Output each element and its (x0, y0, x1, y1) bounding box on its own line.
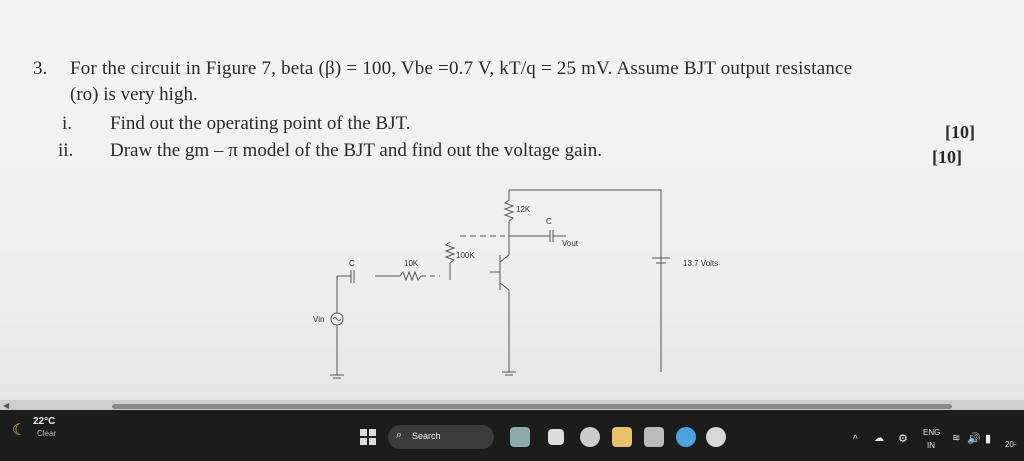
circuit-figure: 12K C Vout 100K 13.7 Volts C 10K Vin (313, 189, 718, 379)
chrome-browser-icon[interactable] (706, 427, 726, 447)
weather-temp[interactable]: 22°C (33, 416, 56, 427)
weather-desc: Clear (37, 429, 57, 438)
search-label: Search (412, 431, 441, 441)
rc-label: 12K (516, 205, 531, 214)
part-i-text: Find out the operating point of the BJT. (110, 113, 411, 134)
supply-label: 13.7 Volts (683, 259, 718, 268)
volume-icon[interactable]: 🔊 (967, 433, 981, 445)
part-ii-marks: [10] (932, 147, 962, 167)
lang-top[interactable]: ENG (923, 428, 941, 437)
question-line-2: (ro) is very high. (70, 84, 198, 105)
tray-app-icon[interactable]: ⚙ (898, 433, 908, 445)
part-ii-text: Draw the gm – π model of the BJT and fin… (110, 140, 603, 161)
task-view-icon[interactable] (548, 429, 564, 445)
part-ii-number: ii. (58, 140, 74, 161)
document-viewer: 3. For the circuit in Figure 7, beta (β)… (0, 0, 1024, 408)
widgets-app-icon[interactable] (510, 427, 530, 447)
search-box[interactable]: ⌕ Search (388, 425, 494, 449)
scrollbar-thumb[interactable] (112, 404, 952, 409)
question-number: 3. (33, 58, 48, 79)
store-app-icon[interactable] (644, 427, 664, 447)
c-in-label: C (349, 259, 355, 268)
chat-app-icon[interactable] (580, 427, 600, 447)
edge-browser-icon[interactable] (676, 427, 696, 447)
part-i-number: i. (62, 113, 73, 134)
vin-label: Vin (313, 315, 324, 324)
file-explorer-icon[interactable] (612, 427, 632, 447)
battery-icon[interactable]: ▮ (985, 433, 992, 445)
search-icon: ⌕ (396, 429, 403, 441)
tray-chevron-up-icon[interactable]: ^ (853, 434, 858, 445)
tray-cloud-icon[interactable]: ☁ (874, 433, 884, 444)
rb-label: 100K (456, 251, 475, 260)
part-i-marks: [10] (945, 122, 975, 142)
weather-icon[interactable]: ☾ (12, 422, 27, 439)
question-line-1: For the circuit in Figure 7, beta (β) = … (70, 58, 853, 79)
c-out-label: C (546, 217, 552, 226)
wifi-icon[interactable]: ≋ (952, 433, 961, 444)
lang-bottom[interactable]: IN (927, 441, 935, 450)
vout-label: Vout (562, 239, 579, 248)
clock[interactable]: 20- (1005, 440, 1017, 449)
scroll-left-arrow-icon[interactable]: ◀ (3, 401, 10, 410)
rs-label: 10K (404, 259, 419, 268)
start-icon[interactable] (360, 429, 376, 445)
